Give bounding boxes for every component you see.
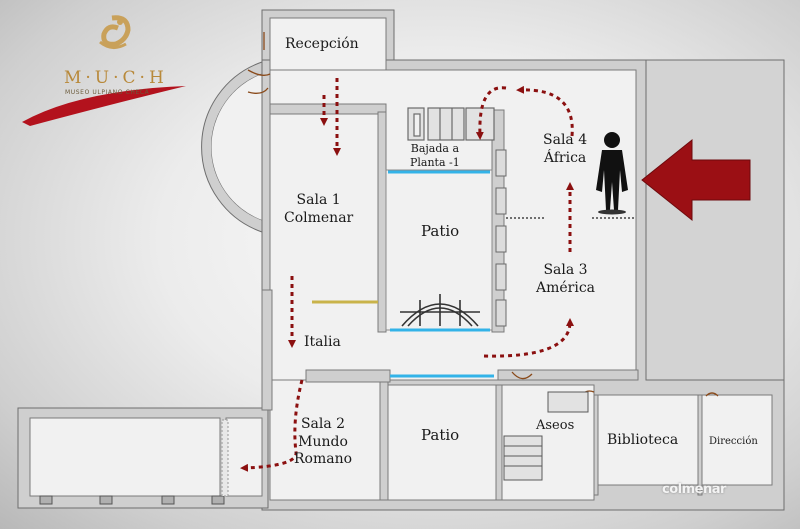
museum-logo: M·U·C·H MUSEO ULPIANO CHECA (38, 8, 198, 128)
label-sala4-line2: África (543, 149, 587, 166)
columns-bottom (39, 419, 229, 505)
label-sala2: Sala 2 Mundo Romano (294, 416, 352, 469)
label-direccion: Dirección (709, 436, 758, 447)
label-sala2-line2: Mundo (298, 433, 348, 450)
label-recepcion: Recepción (285, 36, 359, 52)
route-arrow-patio-sala3 (483, 318, 574, 358)
label-biblioteca: Biblioteca (607, 432, 679, 448)
label-sala1-line1: Sala 1 (296, 192, 341, 208)
label-sala1: Sala 1 Colmenar (284, 192, 353, 227)
logo-mark-icon (22, 15, 186, 126)
route-arrow-italia-sala2 (240, 379, 304, 472)
label-sala4: Sala 4 África (543, 132, 587, 167)
label-sala3: Sala 3 América (536, 262, 595, 297)
label-bajada-line1: Bajada a (410, 142, 460, 155)
label-sala2-line1: Sala 2 (300, 416, 346, 432)
logo-subtitle: MUSEO ULPIANO CHECA (65, 89, 150, 96)
route-arrow-sala4-loop (516, 85, 574, 137)
label-aseos: Aseos (536, 418, 575, 433)
label-sala1-line2: Colmenar (284, 209, 354, 226)
watermark-text: colmenar (662, 482, 726, 497)
big-red-arrow-icon (641, 138, 751, 222)
label-sala3-line1: Sala 3 (543, 262, 588, 278)
patio-arch (400, 294, 480, 327)
patio-top-area (385, 169, 493, 331)
label-italia: Italia (304, 334, 341, 350)
rotunda-floor (211, 74, 262, 220)
label-patio-top: Patio (421, 222, 460, 240)
east-wing (645, 59, 785, 381)
logo-wordmark: M·U·C·H (64, 68, 168, 88)
label-sala3-line2: América (536, 279, 596, 296)
label-patio-bottom: Patio (421, 426, 460, 444)
stairs-aseos (503, 391, 589, 481)
label-bajada-line2: Planta -1 (410, 155, 460, 169)
patio-pillars (495, 149, 507, 327)
label-bajada: Bajada a Planta -1 (410, 142, 460, 170)
label-sala2-line3: Romano (294, 451, 353, 467)
windows (388, 170, 494, 378)
person-silhouette-icon (596, 132, 628, 215)
label-sala4-line1: Sala 4 (543, 132, 588, 148)
visitor-route (240, 78, 574, 472)
route-arrow-to-bajada (475, 86, 507, 140)
